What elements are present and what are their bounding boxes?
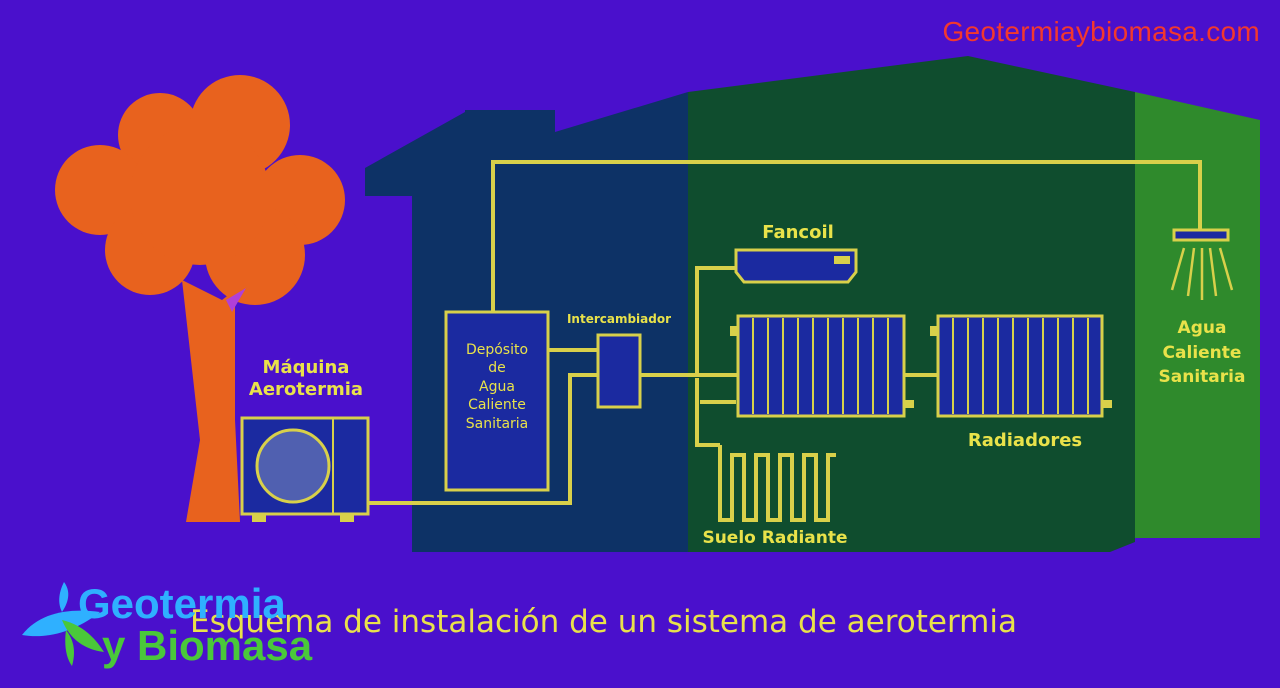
house-annex-section: [1135, 92, 1260, 538]
diagram-caption: Esquema de instalación de un sistema de …: [190, 604, 1017, 640]
site-watermark: Geotermiaybiomasa.com: [942, 16, 1260, 47]
radiators-label: Radiadores: [967, 430, 1083, 451]
radiator-1: [730, 314, 914, 418]
shower-head: [1170, 228, 1234, 300]
fancoil-label: Fancoil: [762, 222, 834, 243]
heat-exchanger: [596, 333, 642, 409]
tree: [55, 75, 345, 522]
logo-leaf-icon: [22, 582, 104, 666]
dhw-label: Agua Caliente Sanitaria: [1158, 318, 1246, 388]
fancoil-unit: [734, 248, 858, 284]
house-right-section: [688, 56, 1135, 552]
radiator-2: [930, 314, 1112, 418]
aerotermia-machine: [240, 416, 370, 522]
logo-line-1: Geotermia: [78, 580, 286, 627]
tank-label: Depósito de Agua Caliente Sanitaria: [465, 342, 529, 432]
brand-logo: Geotermia y Biomasa: [18, 578, 312, 678]
logo-line-2: y Biomasa: [102, 622, 313, 669]
dhw-tank: [444, 310, 550, 492]
machine-label: Máquina Aerotermia: [248, 357, 364, 400]
exchanger-label: Intercambiador: [566, 312, 672, 326]
floor-heating-label: Suelo Radiante: [702, 528, 848, 548]
